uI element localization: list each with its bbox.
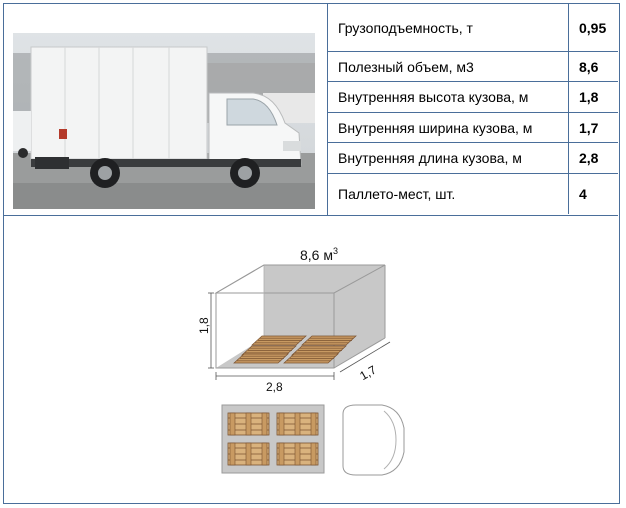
cargo-box-drawing: 8,6 м3 1,8 2,8 1,7: [197, 246, 405, 476]
spec-value: 4: [568, 174, 618, 214]
spec-label: Внутренняя длина кузова, м: [338, 150, 522, 166]
isometric-cargo-box: [214, 264, 386, 369]
truck-photo: [13, 33, 315, 209]
spec-label: Внутренняя высота кузова, м: [338, 89, 529, 105]
spec-sheet: Грузоподъемность, т 0,95 Полезный объем,…: [3, 3, 620, 504]
spec-value: 2,8: [568, 143, 618, 173]
photo-cell: [4, 4, 328, 216]
spec-value: 0,95: [568, 4, 618, 51]
spec-label: Грузоподъемность, т: [338, 19, 473, 36]
spec-row-pallets: Паллето-мест, шт. 4: [328, 174, 618, 214]
spec-row-height: Внутренняя высота кузова, м 1,8: [328, 82, 618, 113]
spec-value: 8,6: [568, 52, 618, 81]
spec-label: Полезный объем, м3: [338, 58, 474, 75]
spec-row-payload: Грузоподъемность, т 0,95: [328, 4, 618, 52]
spec-label: Внутренняя ширина кузова, м: [338, 119, 533, 136]
volume-label: 8,6 м3: [300, 246, 338, 263]
spec-row-volume: Полезный объем, м3 8,6: [328, 52, 618, 82]
spec-row-width: Внутренняя ширина кузова, м 1,7: [328, 113, 618, 143]
spec-value: 1,7: [568, 113, 618, 142]
truck-plan-view: [221, 404, 405, 476]
spec-value: 1,8: [568, 82, 618, 112]
width-dimension-label: 1,7: [357, 362, 379, 383]
cargo-diagram: 8,6 м3 1,8 2,8 1,7: [4, 216, 618, 503]
spec-row-length: Внутренняя длина кузова, м 2,8: [328, 143, 618, 174]
height-dimension-label: 1,8: [197, 317, 211, 334]
spec-table: Грузоподъемность, т 0,95 Полезный объем,…: [328, 4, 618, 216]
spec-label: Паллето-мест, шт.: [338, 186, 456, 202]
length-dimension-label: 2,8: [266, 380, 283, 394]
